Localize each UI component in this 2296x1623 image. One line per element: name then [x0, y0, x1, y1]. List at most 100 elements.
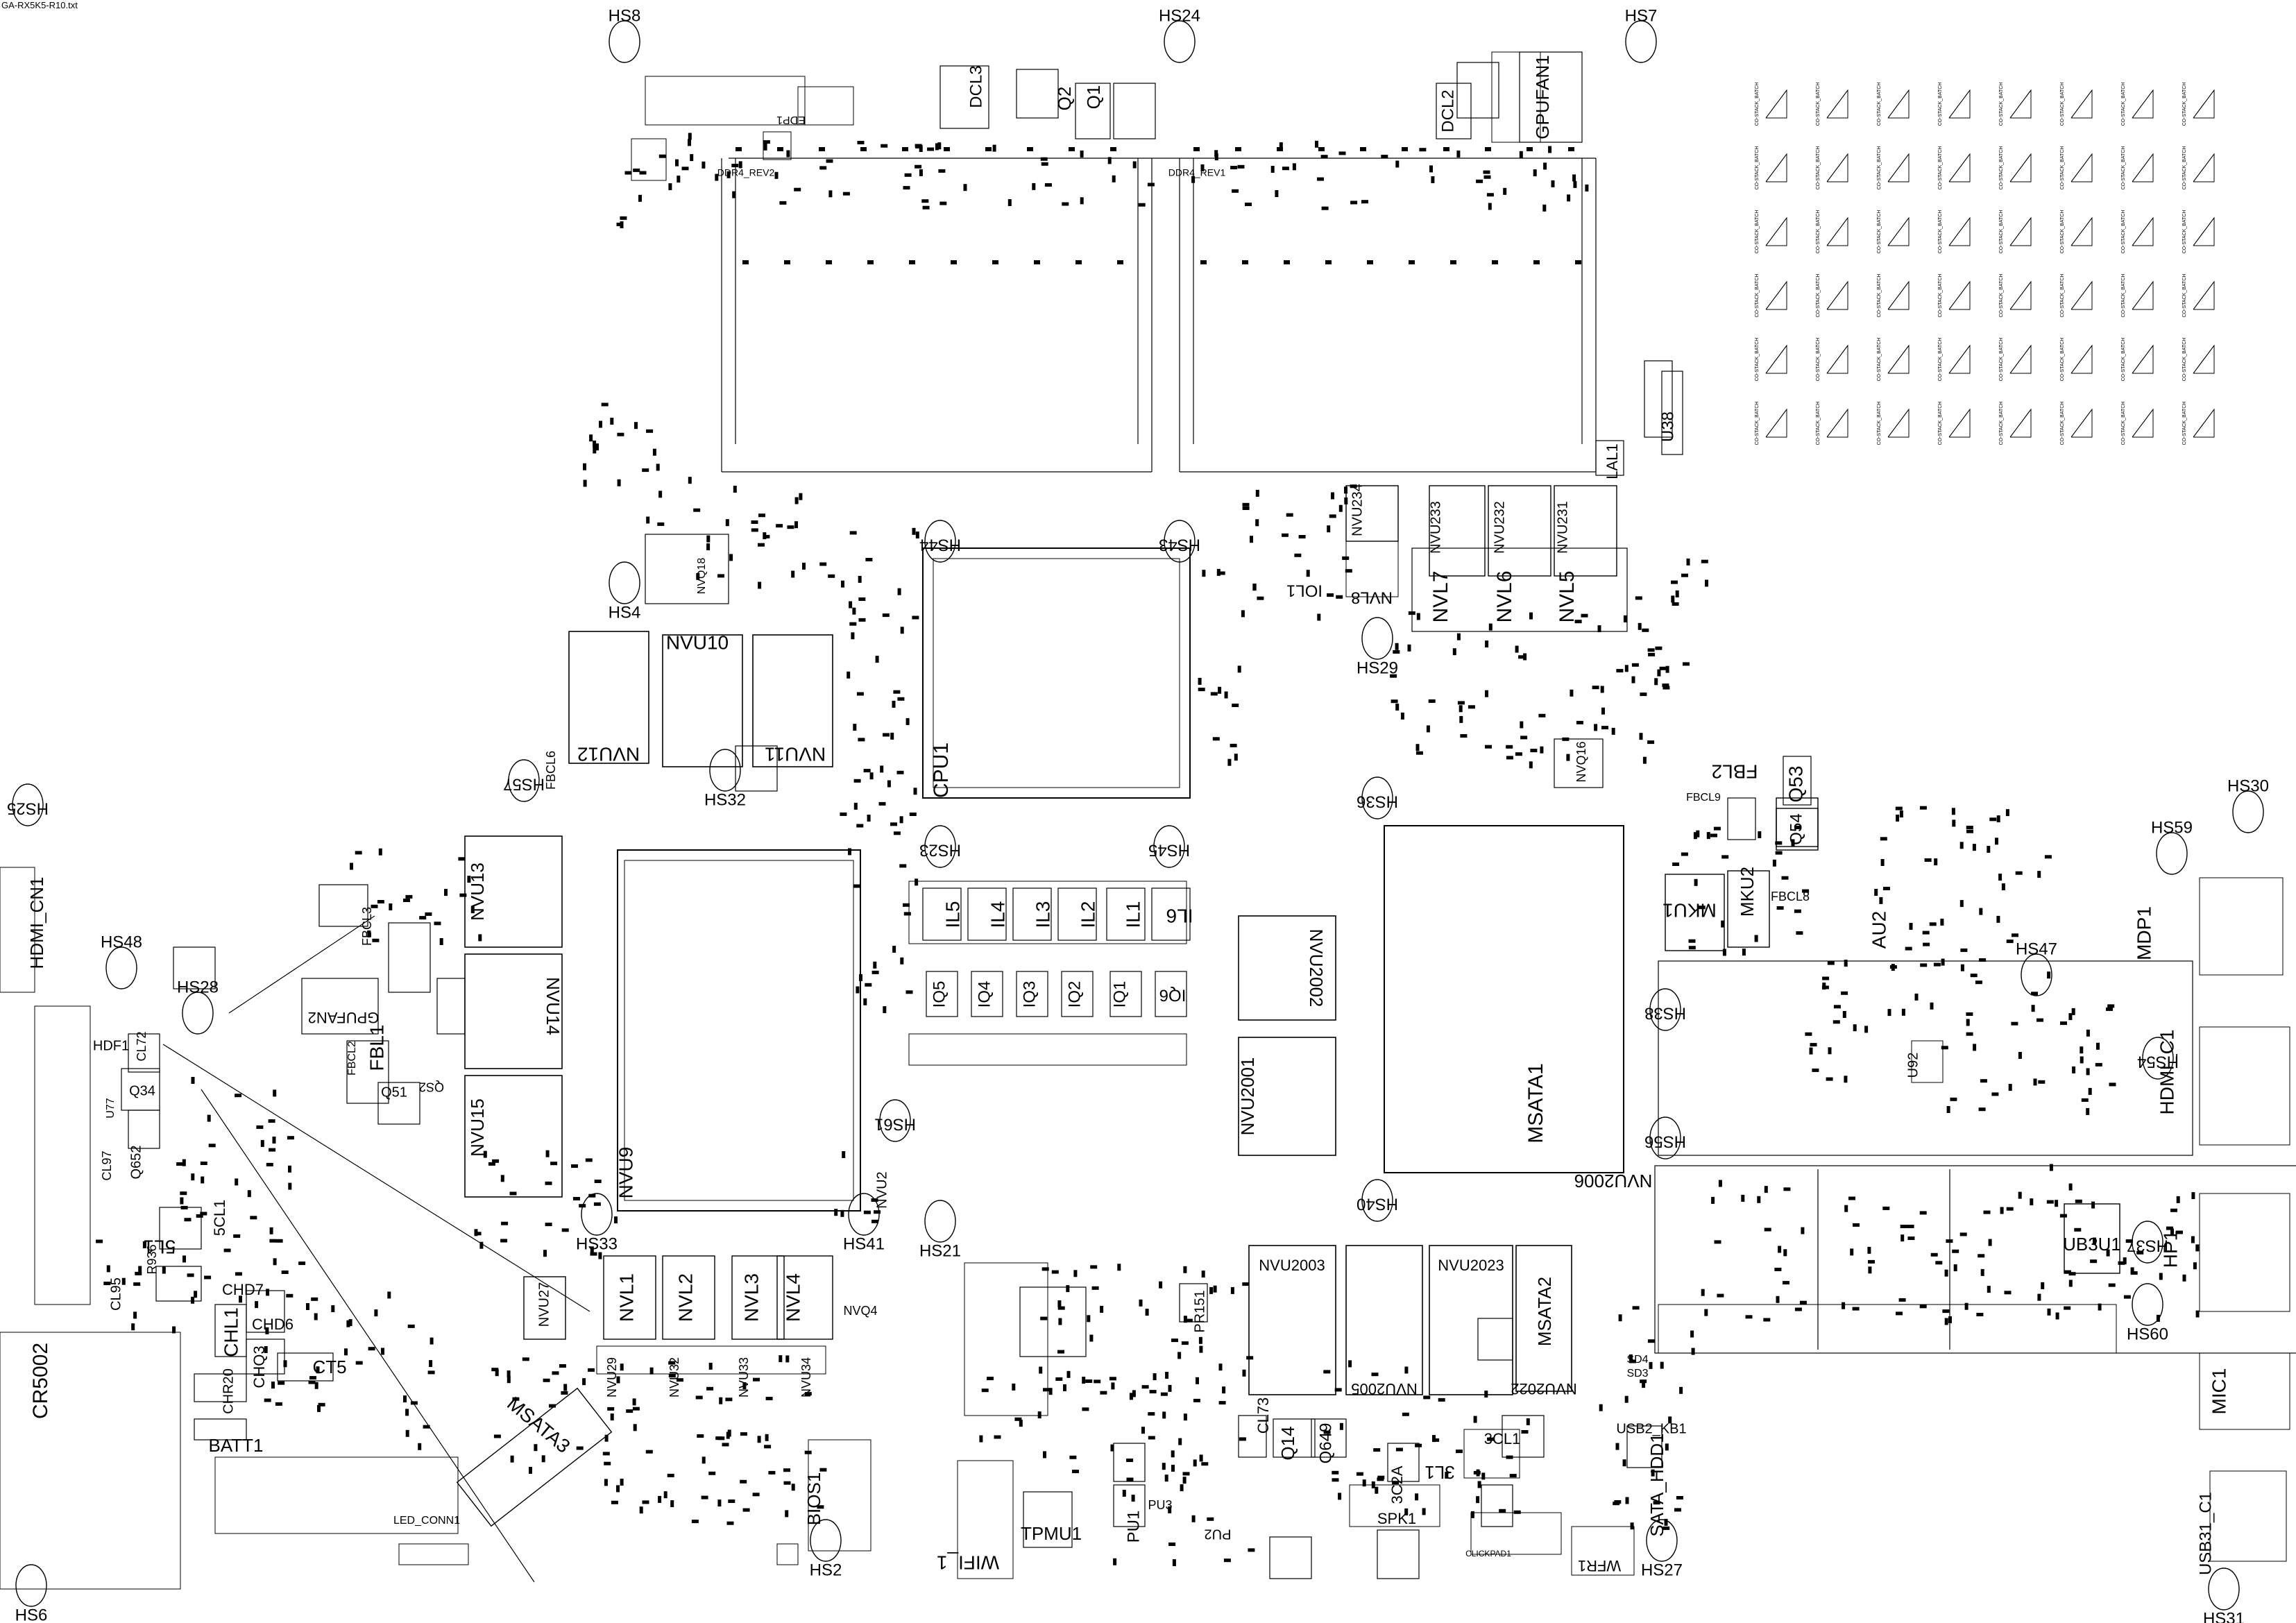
stack-marker-label: CO-STACK_BATCH — [2182, 274, 2187, 318]
label-u77: U77 — [105, 1098, 117, 1118]
label-spk1: SPK1 — [1377, 1510, 1416, 1527]
stack-marker-label: CO-STACK_BATCH — [2182, 83, 2187, 126]
heatsink-hole — [2132, 1221, 2163, 1264]
heatsink-label: HS27 — [1641, 1561, 1683, 1579]
label-pu1: PU1 — [1124, 1511, 1143, 1543]
heatsink-hole — [848, 1193, 880, 1236]
label-chq3: CHQ3 — [250, 1345, 268, 1388]
heatsink-hole — [924, 520, 956, 563]
label-gpufan2: GPUFAN2 — [308, 1009, 380, 1026]
label-cl73: CL73 — [1255, 1397, 1272, 1434]
heatsink-hole — [1361, 617, 1393, 660]
label-fl1: 5L1 — [144, 1237, 176, 1258]
label-chd6: CHD6 — [252, 1316, 294, 1333]
label-lal1: LAL1 — [1604, 443, 1621, 479]
label-sata_hdd1: SATA_HDD1 — [1647, 1433, 1667, 1536]
label-tpmu1: TPMU1 — [1021, 1523, 1082, 1544]
label-pu3: PU3 — [1148, 1498, 1172, 1512]
stack-marker-label: CO-STACK_BATCH — [1999, 210, 2004, 254]
label-hdf1: HDF1 — [93, 1038, 129, 1053]
label-iq5: IQ5 — [930, 981, 949, 1008]
label-nvl3: NVL3 — [740, 1273, 762, 1322]
label-mdp1: MDP1 — [2133, 906, 2154, 960]
heatsink-hole — [609, 20, 640, 63]
label-q2_top: Q2 — [1054, 87, 1075, 111]
label-batt1: BATT1 — [209, 1435, 264, 1456]
label-cr5002: CR5002 — [29, 1343, 52, 1419]
label-il2: IL2 — [1077, 901, 1098, 928]
label-nvu2: NVU2 — [874, 1171, 890, 1208]
stack-marker-label: CO-STACK_BATCH — [1816, 274, 1821, 318]
label-clickpad1: CLICKPAD1 — [1465, 1549, 1511, 1558]
stack-marker-label: CO-STACK_BATCH — [1877, 402, 1882, 445]
heatsink-label: HS43 — [1159, 536, 1200, 554]
heatsink-label: HS28 — [177, 978, 219, 996]
stack-marker-label: CO-STACK_BATCH — [1877, 210, 1882, 254]
label-nvl1: NVL1 — [615, 1273, 637, 1322]
heatsink-label: HS25 — [7, 799, 49, 818]
label-nvu34: NVU34 — [799, 1357, 813, 1397]
label-nvl7: NVL7 — [1429, 570, 1452, 622]
stack-marker-label: CO-STACK_BATCH — [1755, 83, 1760, 126]
label-fbl1: FBL1 — [366, 1025, 387, 1071]
label-iol1: IOL1 — [1286, 581, 1323, 600]
label-nvu32: NVU32 — [667, 1357, 681, 1397]
heatsink-label: HS38 — [1644, 1004, 1686, 1023]
heatsink-hole — [924, 825, 956, 868]
heatsink-hole — [879, 1099, 911, 1142]
label-fbl2: FBL2 — [1712, 761, 1758, 783]
heatsink-label: HS36 — [1357, 792, 1398, 811]
heatsink-label: HS59 — [2151, 818, 2193, 837]
heatsink-hole — [1361, 776, 1393, 819]
heatsink-hole — [810, 1519, 842, 1562]
label-il6: IL6 — [1166, 906, 1193, 927]
label-chd7: CHD7 — [222, 1281, 264, 1298]
heatsink-hole — [924, 1200, 956, 1243]
stack-marker-label: CO-STACK_BATCH — [1938, 402, 1943, 445]
heatsink-label: HS40 — [1357, 1195, 1398, 1214]
stack-marker-label: CO-STACK_BATCH — [1938, 83, 1943, 126]
label-au2: AU2 — [1868, 911, 1889, 949]
heatsink-hole — [105, 946, 137, 989]
stack-marker-label: CO-STACK_BATCH — [1999, 274, 2004, 318]
label-hdmi_cn1: HDMI_CN1 — [26, 877, 47, 969]
heatsink-hole — [609, 561, 640, 604]
label-nvu13: NVU13 — [467, 863, 488, 921]
label-hp1: HP1 — [2159, 1230, 2181, 1268]
label-il4: IL4 — [987, 901, 1008, 928]
label-gpufan1: GPUFAN1 — [1532, 55, 1553, 139]
heatsink-label: HS41 — [843, 1234, 885, 1253]
heatsink-label: HS7 — [1625, 6, 1658, 25]
label-nvq16: NVQ16 — [1574, 741, 1588, 782]
stack-marker-label: CO-STACK_BATCH — [2182, 210, 2187, 254]
stack-marker-label: CO-STACK_BATCH — [2121, 146, 2126, 190]
stack-marker-label: CO-STACK_BATCH — [1877, 274, 1882, 318]
label-fbcl2: FBCL2 — [346, 1041, 358, 1076]
heatsink-label: HS4 — [609, 603, 641, 622]
label-nvu2006: NVU2006 — [1574, 1171, 1653, 1191]
label-nvu10: NVU10 — [666, 631, 729, 653]
label-nvu11: NVU11 — [765, 744, 826, 765]
heatsink-label: HS45 — [1148, 841, 1190, 860]
label-q649: Q649 — [1316, 1423, 1335, 1464]
stack-marker-label: CO-STACK_BATCH — [1999, 338, 2004, 382]
stack-marker-label: CO-STACK_BATCH — [2121, 274, 2126, 318]
label-fbcl6: FBCL6 — [544, 751, 558, 790]
label-nvu234: NVU234 — [1350, 484, 1365, 536]
stack-marker-label: CO-STACK_BATCH — [2060, 274, 2065, 318]
stack-marker-label: CO-STACK_BATCH — [1816, 210, 1821, 254]
heatsink-hole — [1625, 20, 1657, 63]
heatsink-label: HS60 — [2127, 1325, 2168, 1343]
heatsink-hole — [12, 783, 44, 826]
heatsink-label: HS6 — [15, 1606, 48, 1623]
stack-marker-label: CO-STACK_BATCH — [2060, 338, 2065, 382]
heatsink-hole — [2232, 790, 2264, 833]
label-q652: Q652 — [128, 1146, 144, 1180]
label-bios1: BIOS1 — [803, 1472, 824, 1526]
label-nvl5: NVL5 — [1556, 570, 1579, 622]
heatsink-hole — [182, 992, 214, 1035]
label-nvu232: NVU232 — [1492, 501, 1507, 554]
label-u92: U92 — [1905, 1053, 1921, 1078]
label-tl1: 3L1 — [1425, 1462, 1454, 1483]
label-msata3: MSATA3 — [503, 1393, 575, 1457]
